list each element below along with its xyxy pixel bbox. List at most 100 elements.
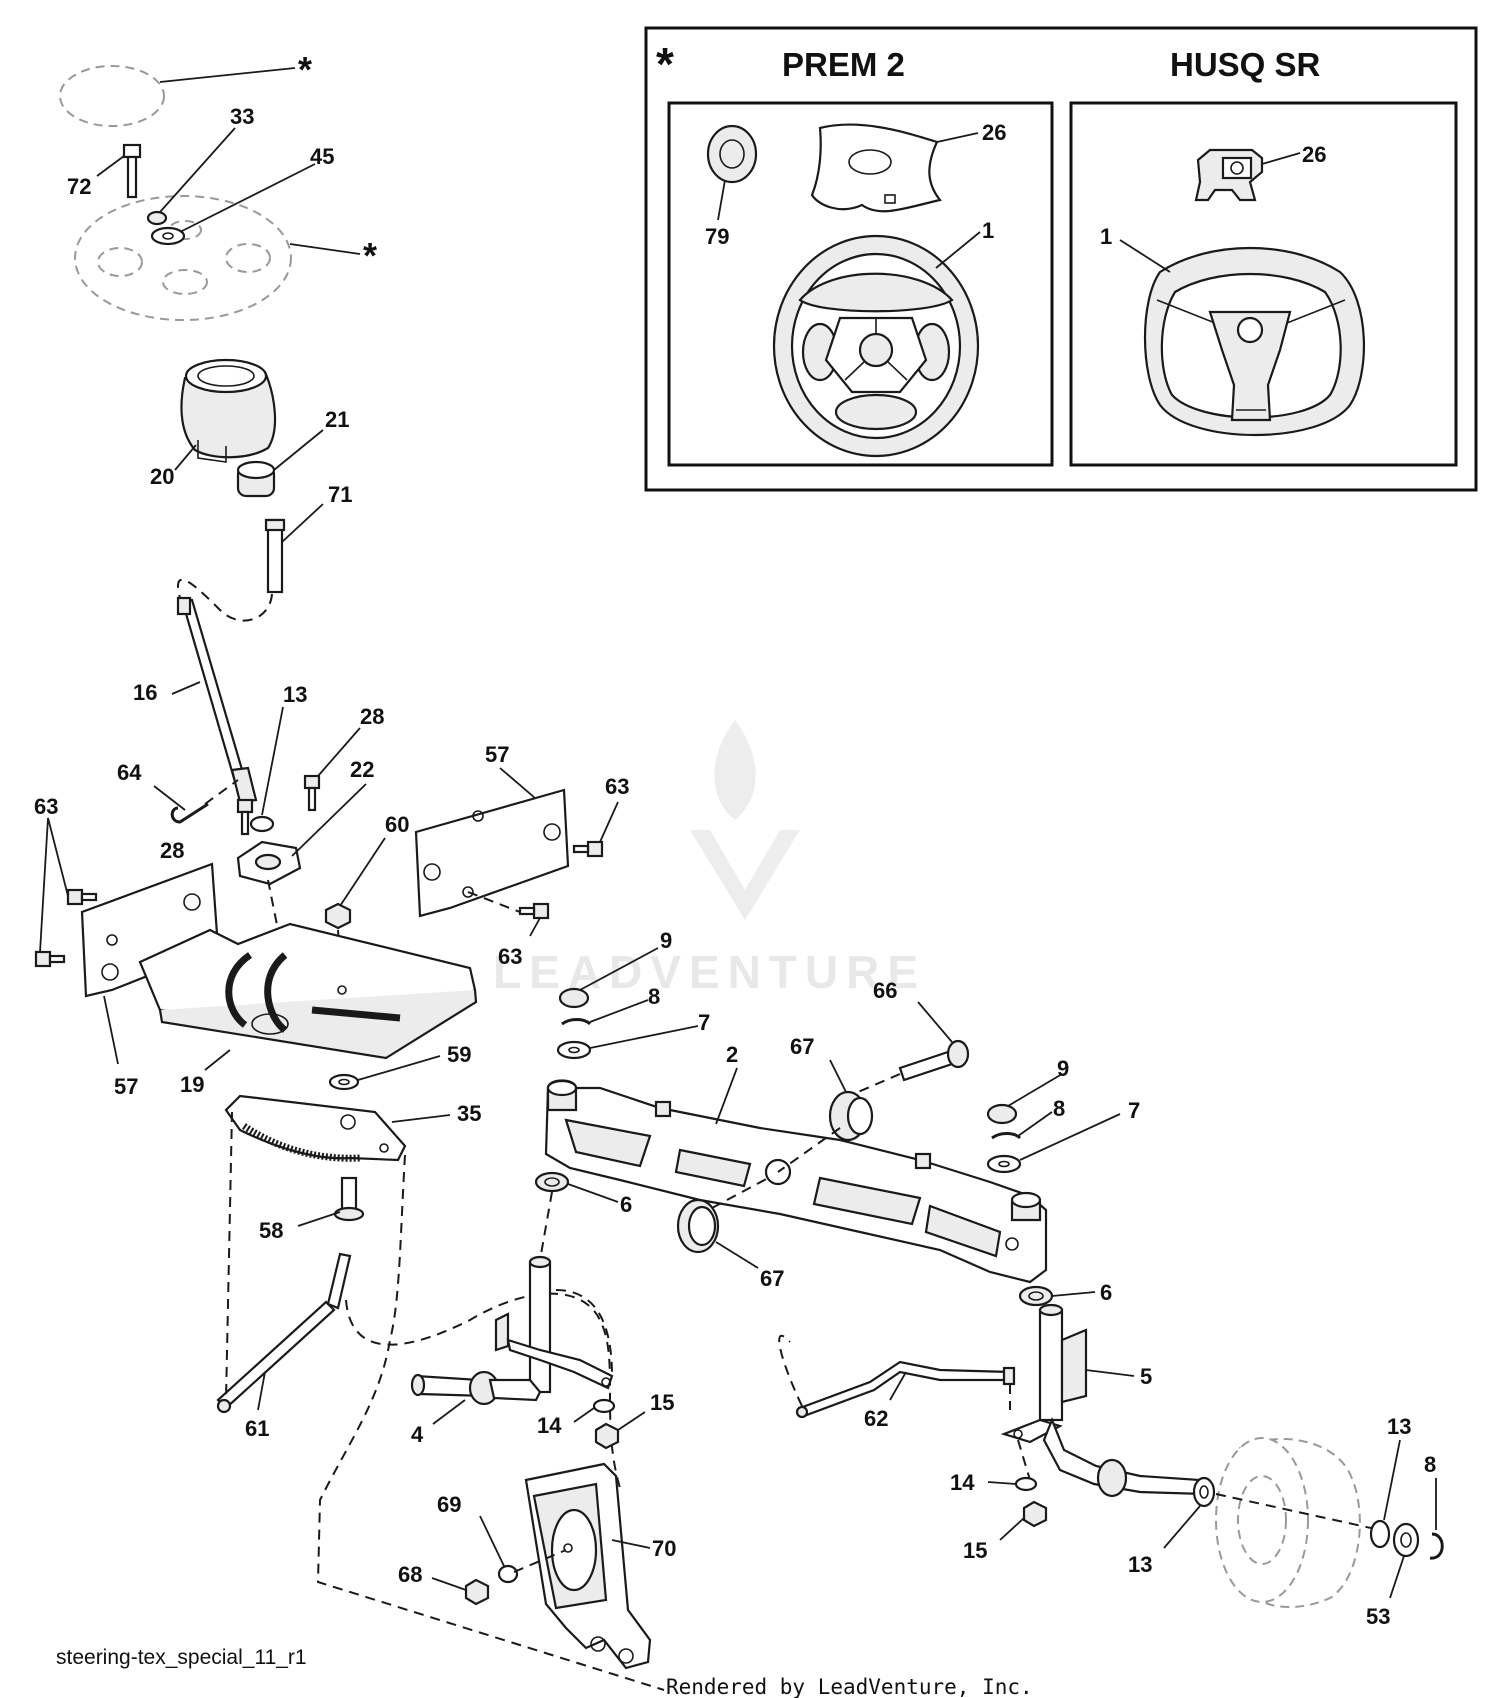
label-8-left: 8	[648, 984, 660, 1009]
cover-26-prem2	[810, 123, 942, 213]
clip-8-left	[561, 1018, 592, 1026]
label-60: 60	[385, 812, 409, 837]
label-57-left: 57	[114, 1074, 138, 1099]
label-35: 35	[457, 1101, 481, 1126]
ghost-front-wheel	[1215, 1437, 1361, 1608]
label-70: 70	[652, 1536, 676, 1561]
label-53: 53	[1366, 1604, 1390, 1629]
washer-53	[1392, 1522, 1420, 1558]
label-5: 5	[1140, 1364, 1152, 1389]
cover-26-husq	[1194, 148, 1264, 202]
label-8-right: 8	[1053, 1096, 1065, 1121]
cap-9-right	[986, 1103, 1018, 1125]
label-7-right: 7	[1128, 1098, 1140, 1123]
label-57-right: 57	[485, 742, 509, 767]
bushing-6-right	[1018, 1285, 1054, 1307]
label-66: 66	[873, 978, 897, 1003]
label-star-cap: *	[298, 49, 312, 90]
gear-21	[236, 460, 276, 498]
label-67-lower: 67	[760, 1266, 784, 1291]
inset-title-husq-sr: HUSQ SR	[1170, 46, 1321, 83]
pedal-70	[524, 1462, 652, 1670]
clip-8-right	[991, 1132, 1022, 1140]
label-13-outer: 13	[1387, 1414, 1411, 1439]
label-1-prem2: 1	[982, 218, 994, 243]
washer-13-outer	[1369, 1519, 1391, 1549]
ghost-cap	[59, 65, 165, 127]
label-71: 71	[328, 482, 352, 507]
side-plate-57-right	[414, 788, 570, 918]
pin-64	[170, 802, 209, 824]
emblem-79	[706, 124, 758, 184]
inset-marker: *	[656, 38, 674, 90]
label-15-right: 15	[963, 1538, 987, 1563]
drag-link-61	[216, 1252, 352, 1414]
label-62: 62	[864, 1406, 888, 1431]
ghost-steering-wheel	[74, 195, 292, 321]
bolt-28-lower	[236, 798, 254, 836]
nut-15-left	[594, 1422, 620, 1450]
label-2: 2	[726, 1042, 738, 1067]
label-8-wheel: 8	[1424, 1452, 1436, 1477]
label-19: 19	[180, 1072, 204, 1097]
label-64: 64	[117, 760, 142, 785]
bolt-63-right-top	[572, 840, 604, 858]
steering-shroud-20	[180, 358, 277, 463]
label-63-left: 63	[34, 794, 58, 819]
label-22: 22	[350, 757, 374, 782]
label-28-lower: 28	[160, 838, 184, 863]
label-star-wheel: *	[363, 235, 377, 276]
label-13-upper: 13	[283, 682, 307, 707]
label-26-prem2: 26	[982, 120, 1006, 145]
label-6-right: 6	[1100, 1280, 1112, 1305]
nut-33	[146, 210, 168, 226]
label-61: 61	[245, 1416, 269, 1441]
steering-wheel-husq	[1143, 247, 1366, 437]
label-63-right-low: 63	[498, 944, 522, 969]
shoulder-bolt-58	[333, 1176, 365, 1222]
washer-13-upper	[249, 815, 275, 833]
label-45: 45	[310, 144, 334, 169]
pivot-spacer-67-lower	[676, 1198, 720, 1254]
bushing-6-left	[534, 1171, 570, 1193]
pivot-spacer-67-upper	[828, 1090, 874, 1142]
label-20: 20	[150, 464, 174, 489]
bushing-bracket-22	[236, 840, 302, 886]
label-33: 33	[230, 104, 254, 129]
label-79: 79	[705, 224, 729, 249]
label-4: 4	[411, 1422, 424, 1447]
cap-9-left	[558, 987, 590, 1009]
label-13-spindle: 13	[1128, 1552, 1152, 1577]
washer-13-spindle	[1192, 1476, 1216, 1508]
washer-59	[328, 1073, 360, 1091]
steering-shaft-16	[176, 596, 258, 804]
label-59: 59	[447, 1042, 471, 1067]
label-72: 72	[67, 174, 91, 199]
washer-14-left	[592, 1398, 616, 1414]
watermark-text: LEADVENTURE	[493, 946, 926, 998]
tie-rod-62	[795, 1360, 1016, 1419]
label-21: 21	[325, 407, 349, 432]
bolt-28-upper	[303, 774, 321, 812]
washer-45	[150, 226, 186, 246]
shaft-71	[264, 518, 286, 594]
label-7-left: 7	[698, 1010, 710, 1035]
steering-plate-19	[138, 922, 478, 1060]
washer-7-left	[556, 1040, 592, 1060]
label-16: 16	[133, 680, 157, 705]
label-9-left: 9	[660, 928, 672, 953]
render-credit: Rendered by LeadVenture, Inc.	[666, 1675, 1033, 1698]
sector-gear-35	[224, 1094, 407, 1162]
diagram-id: steering-tex_special_11_r1	[56, 1646, 307, 1669]
washer-7-right	[986, 1154, 1022, 1174]
spindle-4-left	[410, 1255, 614, 1406]
spindle-5-right	[1000, 1303, 1206, 1498]
inset-title-prem2: PREM 2	[782, 46, 905, 83]
bolt-63-right-low	[518, 902, 550, 920]
nut-68	[464, 1578, 490, 1606]
clip-8-wheel	[1429, 1532, 1444, 1560]
washer-14-right	[1014, 1476, 1038, 1492]
label-58: 58	[259, 1218, 283, 1243]
leadventure-watermark: LEADVENTURE	[493, 720, 926, 998]
